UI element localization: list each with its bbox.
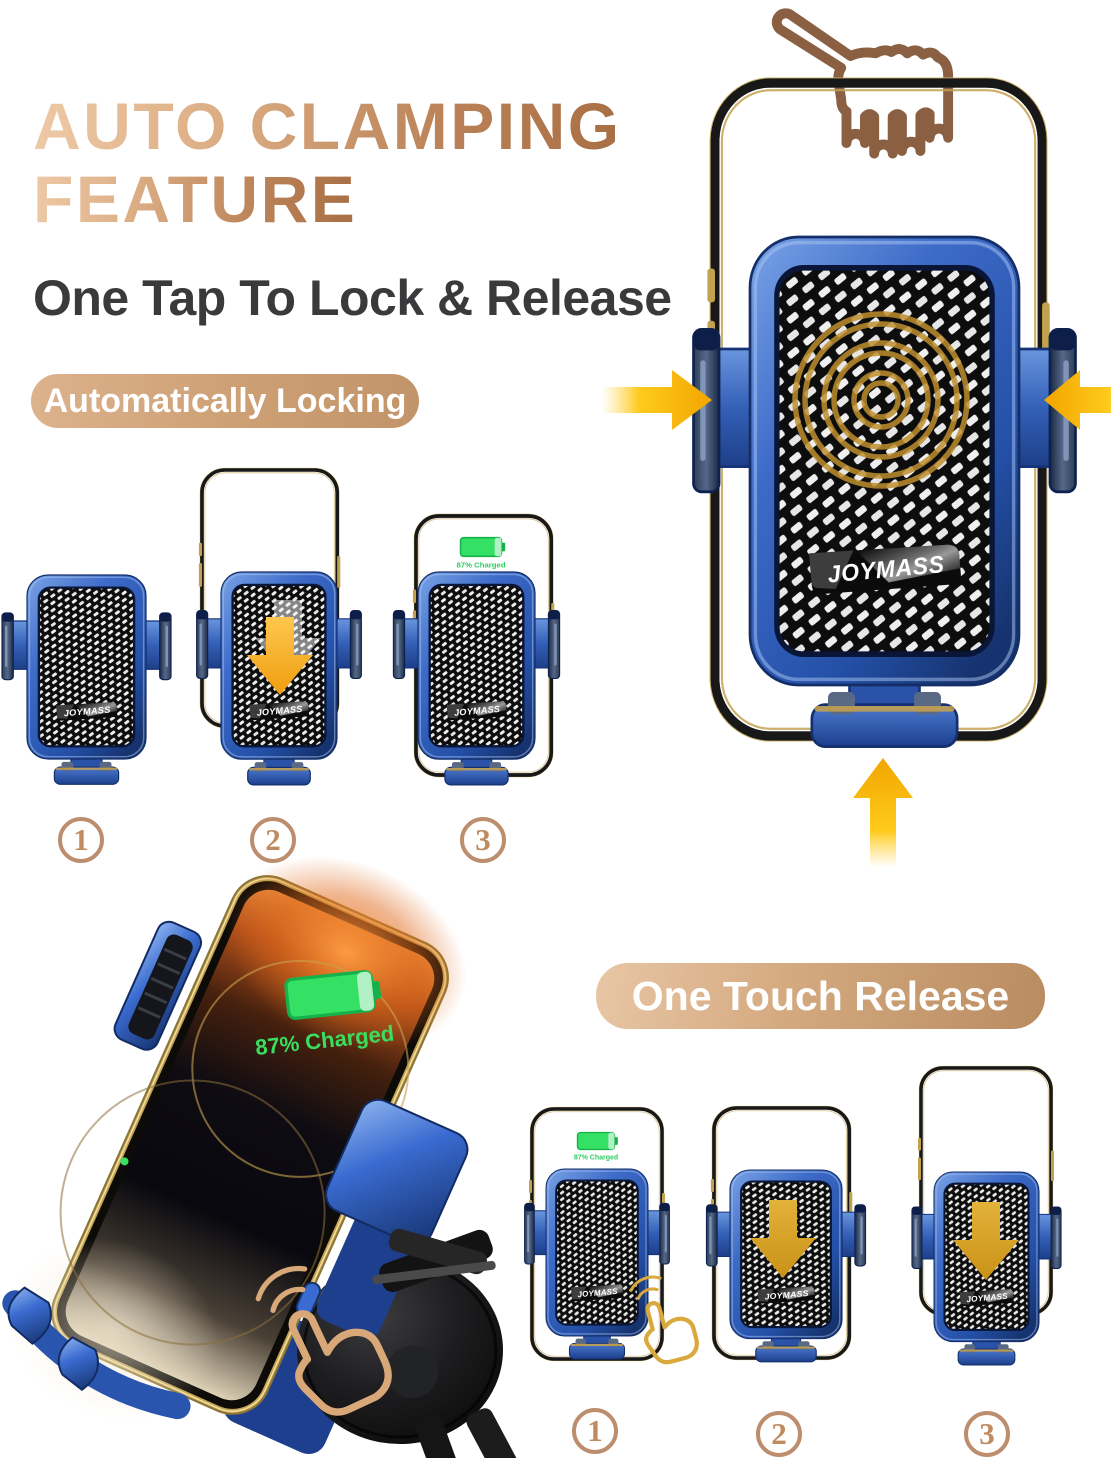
locking-step-2 (197, 468, 362, 784)
title-line1: AUTO CLAMPING (33, 89, 622, 163)
badge-automatically-locking: Automatically Locking (31, 374, 419, 428)
vent-fins-bottom (415, 1408, 519, 1458)
release-step-number-1: 1 (572, 1408, 618, 1454)
release-step-3 (912, 1067, 1061, 1365)
bottom-up-arrow (853, 758, 913, 868)
battery-indicator (574, 1133, 618, 1162)
release-step-2 (706, 1107, 865, 1362)
locking-step-number-1: 1 (58, 817, 104, 863)
vent-fins-top (372, 1228, 496, 1293)
figure-release-steps (505, 1040, 1111, 1385)
hero-left-clamp (113, 920, 203, 1051)
figure-hero-vent-mount: 87% Charged (2, 855, 519, 1458)
locking-step-number-2: 2 (250, 817, 296, 863)
hero-foot (2, 1286, 191, 1420)
release-step-number-2: 2 (756, 1411, 802, 1457)
release-step-number-3: 3 (964, 1411, 1010, 1457)
hero-right-clamp (316, 1098, 469, 1339)
figure-locking-steps (0, 440, 600, 860)
locking-step-1 (2, 575, 171, 784)
battery-indicator (456, 538, 505, 570)
badge-one-touch-release: One Touch Release (596, 963, 1045, 1029)
page-subtitle: One Tap To Lock & Release (33, 270, 672, 326)
locking-step-number-3: 3 (460, 817, 506, 863)
page-title: AUTO CLAMPING FEATURE (33, 90, 622, 236)
locking-step-3 (393, 514, 559, 784)
title-line2: FEATURE (33, 162, 358, 236)
release-step-1 (525, 1108, 701, 1367)
figure-main-mount (602, 0, 1111, 868)
